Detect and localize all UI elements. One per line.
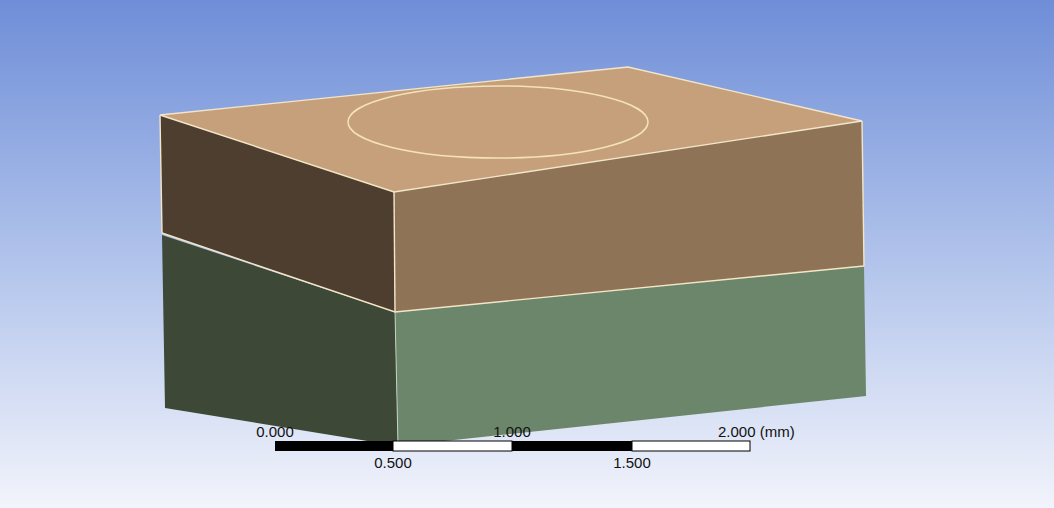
scale-label: 1.000: [493, 424, 531, 439]
scale-label: 2.000 (mm): [718, 424, 795, 439]
circular-region: [348, 86, 648, 158]
scale-bar: [275, 441, 750, 451]
block-edges: [160, 67, 864, 312]
upper-block-top-face: [160, 67, 862, 192]
scale-label: 0.500: [374, 455, 412, 470]
scale-label: 0.000: [256, 424, 294, 439]
scale-label: 1.500: [613, 455, 651, 470]
lower-block-edges: [395, 312, 398, 446]
